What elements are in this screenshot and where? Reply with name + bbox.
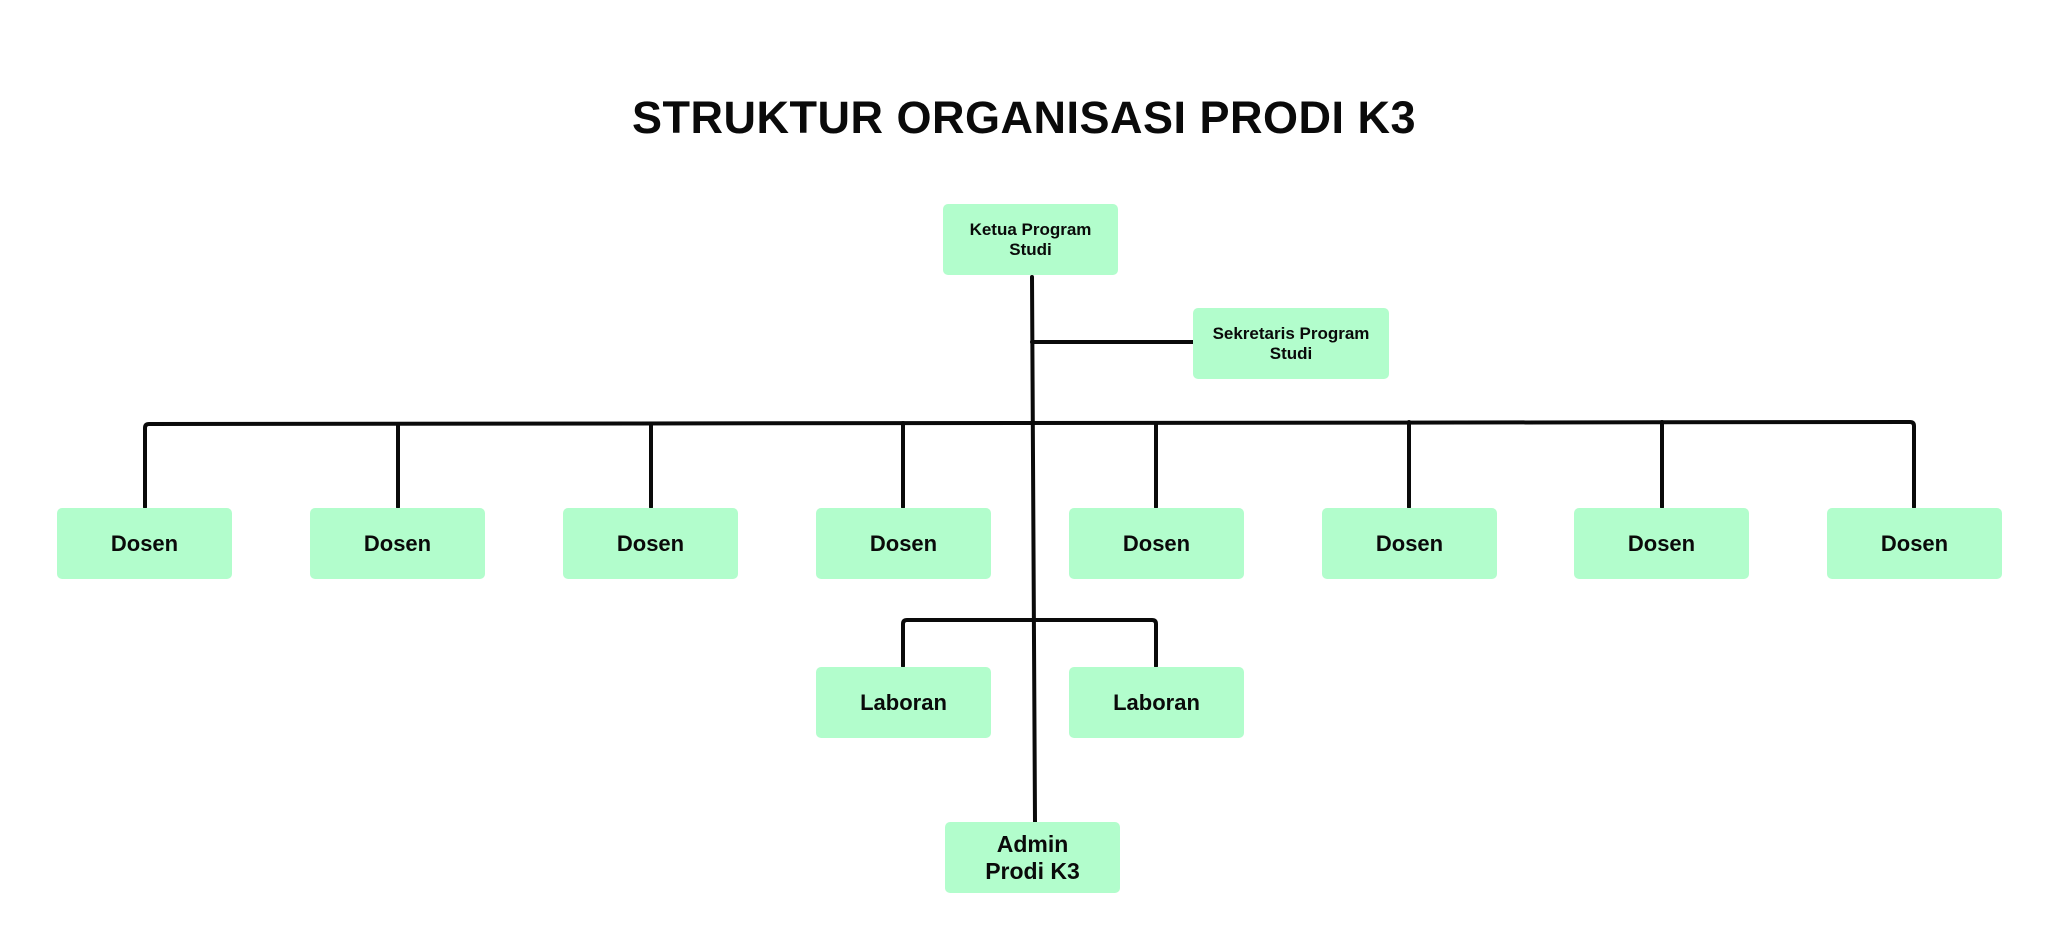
laboran-label: Laboran	[1113, 689, 1200, 715]
dosen-label: Dosen	[616, 530, 685, 556]
dosen-box: Dosen	[1069, 508, 1244, 579]
laboran-box: Laboran	[816, 667, 991, 738]
dosen-label: Dosen	[1627, 530, 1696, 556]
trunk-line	[1030, 275, 1037, 824]
ketua-program-studi-label: Ketua Program Studi	[969, 219, 1092, 259]
admin-prodi-k3-label: Admin Prodi K3	[985, 831, 1080, 884]
dosen-label: Dosen	[1375, 530, 1444, 556]
dosen-box: Dosen	[1827, 508, 2002, 579]
ketua-program-studi-box: Ketua Program Studi	[943, 204, 1118, 275]
laboran-bus-line	[901, 618, 1158, 668]
dosen-box: Dosen	[1574, 508, 1749, 579]
dosen-bus-line	[143, 420, 1916, 509]
laboran-label: Laboran	[860, 689, 947, 715]
dosen-box: Dosen	[57, 508, 232, 579]
dosen-box: Dosen	[1322, 508, 1497, 579]
sekretaris-program-studi-box: Sekretaris Program Studi	[1193, 308, 1389, 379]
dosen-label: Dosen	[363, 530, 432, 556]
sekretaris-program-studi-label: Sekretaris Program Studi	[1212, 323, 1370, 363]
dosen-box: Dosen	[816, 508, 991, 579]
laboran-box: Laboran	[1069, 667, 1244, 738]
page-title: STRUKTUR ORGANISASI PRODI K3	[631, 92, 1417, 143]
admin-prodi-k3-box: Admin Prodi K3	[945, 822, 1120, 893]
dosen-box: Dosen	[563, 508, 738, 579]
dosen-label: Dosen	[1880, 530, 1949, 556]
dosen-label: Dosen	[869, 530, 938, 556]
dosen-label: Dosen	[1122, 530, 1191, 556]
dosen-box: Dosen	[310, 508, 485, 579]
dosen-label: Dosen	[110, 530, 179, 556]
